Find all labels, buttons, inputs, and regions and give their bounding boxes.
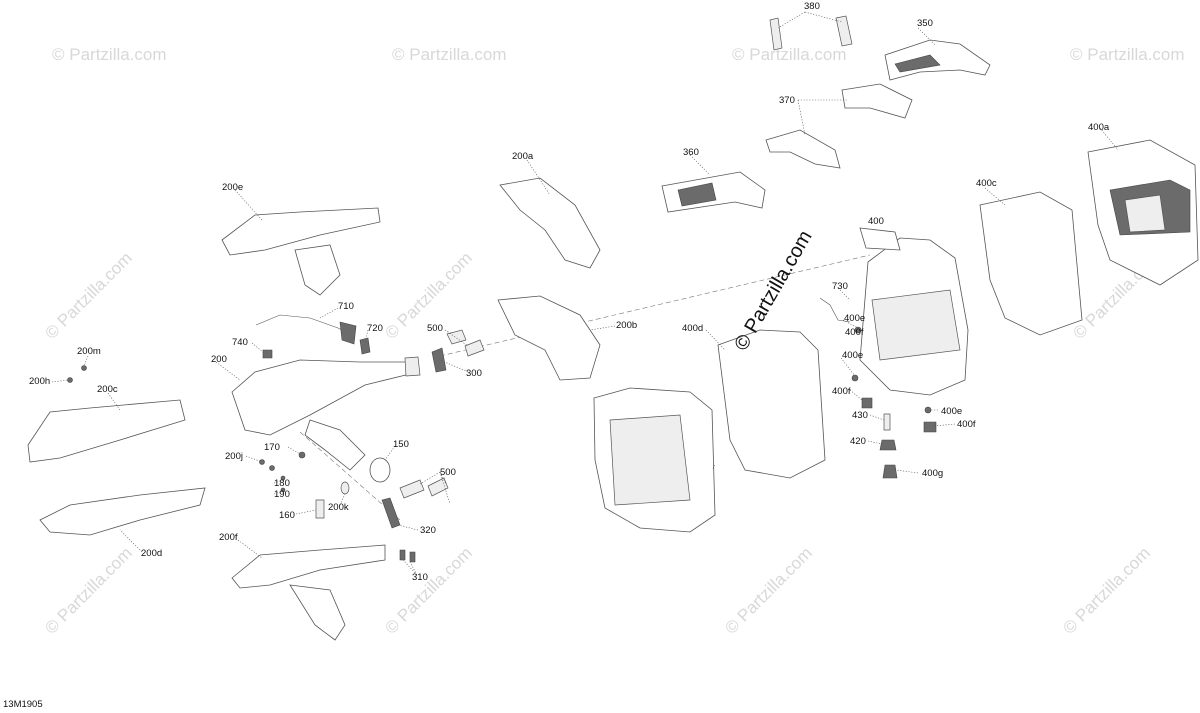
- part-200a-shield[interactable]: [499, 177, 601, 269]
- callout-500[interactable]: 500: [440, 467, 456, 478]
- part-380-clamps[interactable]: [769, 15, 853, 51]
- callout-400[interactable]: 400: [868, 216, 884, 227]
- part-350-heat-shield[interactable]: [884, 39, 991, 81]
- callout-400f[interactable]: 400f: [832, 386, 851, 397]
- part-150-clamp-ring[interactable]: [369, 457, 391, 483]
- callout-labels: 380 350 370 360 400a 400c 400 200a 200e …: [29, 1, 1110, 583]
- part-400-fasteners[interactable]: [851, 326, 937, 479]
- part-310-bolts[interactable]: [399, 549, 416, 563]
- callout-320[interactable]: 320: [420, 525, 436, 536]
- part-200h-fastener[interactable]: [67, 377, 73, 383]
- watermark-layer: © Partzilla.com © Partzilla.com © Partzi…: [41, 45, 1184, 638]
- callout-400f[interactable]: 400f: [957, 419, 976, 430]
- watermark: © Partzilla.com: [381, 543, 475, 637]
- part-200b-pipe[interactable]: [497, 295, 601, 381]
- watermark: © Partzilla.com: [1059, 543, 1153, 637]
- callout-200b[interactable]: 200b: [616, 320, 637, 331]
- watermark: © Partzilla.com: [732, 45, 847, 64]
- watermark: © Partzilla.com: [52, 45, 167, 64]
- part-200-expansion-chamber[interactable]: [231, 356, 421, 471]
- callout-350[interactable]: 350: [917, 18, 933, 29]
- callout-170[interactable]: 170: [264, 442, 280, 453]
- callout-730[interactable]: 730: [832, 281, 848, 292]
- callout-180[interactable]: 180: [274, 478, 290, 489]
- part-360-flex-pipe[interactable]: [661, 171, 766, 213]
- callout-710[interactable]: 710: [338, 301, 354, 312]
- callout-740[interactable]: 740: [232, 337, 248, 348]
- part-400-muffler[interactable]: [859, 227, 969, 396]
- callout-400f[interactable]: 400f: [845, 327, 864, 338]
- leader-lines: [51, 11, 1119, 576]
- part-200c-shield[interactable]: [27, 399, 186, 463]
- diagram-code: 13M1905: [3, 699, 43, 710]
- callout-160[interactable]: 160: [279, 510, 295, 521]
- callout-420[interactable]: 420: [850, 436, 866, 447]
- callout-400e[interactable]: 400e: [844, 313, 865, 324]
- callout-200a[interactable]: 200a: [512, 151, 534, 162]
- part-720-bracket[interactable]: [359, 337, 371, 355]
- callout-200f[interactable]: 200f: [219, 532, 238, 543]
- part-200e-shield[interactable]: [221, 207, 381, 296]
- callout-400c[interactable]: 400c: [976, 178, 997, 189]
- watermark: © Partzilla.com: [721, 543, 815, 637]
- callout-720[interactable]: 720: [367, 323, 383, 334]
- part-200m-fastener[interactable]: [81, 365, 87, 371]
- callout-200h[interactable]: 200h: [29, 376, 50, 387]
- callout-200c[interactable]: 200c: [97, 384, 118, 395]
- callout-400g[interactable]: 400g: [922, 468, 943, 479]
- callout-500[interactable]: 500: [427, 323, 443, 334]
- watermark: © Partzilla.com: [41, 248, 135, 342]
- part-200f-shield[interactable]: [231, 544, 386, 641]
- callout-400a[interactable]: 400a: [1088, 122, 1110, 133]
- callout-360[interactable]: 360: [683, 147, 699, 158]
- callout-200m[interactable]: 200m: [77, 346, 101, 357]
- callout-370[interactable]: 370: [779, 95, 795, 106]
- part-200d-shield[interactable]: [39, 487, 206, 536]
- part-500-springs-lower[interactable]: [399, 477, 449, 499]
- part-370-shield[interactable]: [765, 83, 913, 169]
- watermark: © Partzilla.com: [1070, 45, 1185, 64]
- callout-400e[interactable]: 400e: [941, 406, 962, 417]
- part-500-springs[interactable]: [446, 329, 485, 357]
- part-400b-cover[interactable]: [593, 387, 716, 533]
- part-710-sensor-harness[interactable]: [255, 314, 357, 345]
- callout-200d[interactable]: 200d: [141, 548, 162, 559]
- callout-430[interactable]: 430: [852, 410, 868, 421]
- assembly-axis-line: [439, 254, 871, 357]
- part-400c-cover[interactable]: [979, 191, 1083, 336]
- callout-400d[interactable]: 400d: [682, 323, 703, 334]
- part-400d-cover[interactable]: [717, 329, 826, 479]
- callout-200k[interactable]: 200k: [328, 502, 349, 513]
- assembly-axis-line: [299, 431, 401, 521]
- part-730-sensor[interactable]: [819, 297, 851, 323]
- callout-400e[interactable]: 400e: [842, 350, 863, 361]
- part-740-clip[interactable]: [262, 349, 273, 359]
- callout-190[interactable]: 190: [274, 489, 290, 500]
- callout-150[interactable]: 150: [393, 439, 409, 450]
- callout-310[interactable]: 310: [412, 572, 428, 583]
- part-320-bracket[interactable]: [381, 497, 401, 529]
- watermark: © Partzilla.com: [392, 45, 507, 64]
- watermark: © Partzilla.com: [41, 543, 135, 637]
- callout-380[interactable]: 380: [804, 1, 820, 12]
- part-300-gasket[interactable]: [431, 347, 447, 373]
- callout-200[interactable]: 200: [211, 354, 227, 365]
- callout-200e[interactable]: 200e: [222, 182, 243, 193]
- callout-200j[interactable]: 200j: [225, 451, 243, 462]
- callout-300[interactable]: 300: [466, 368, 482, 379]
- part-400a-outer-cover[interactable]: [1087, 139, 1199, 286]
